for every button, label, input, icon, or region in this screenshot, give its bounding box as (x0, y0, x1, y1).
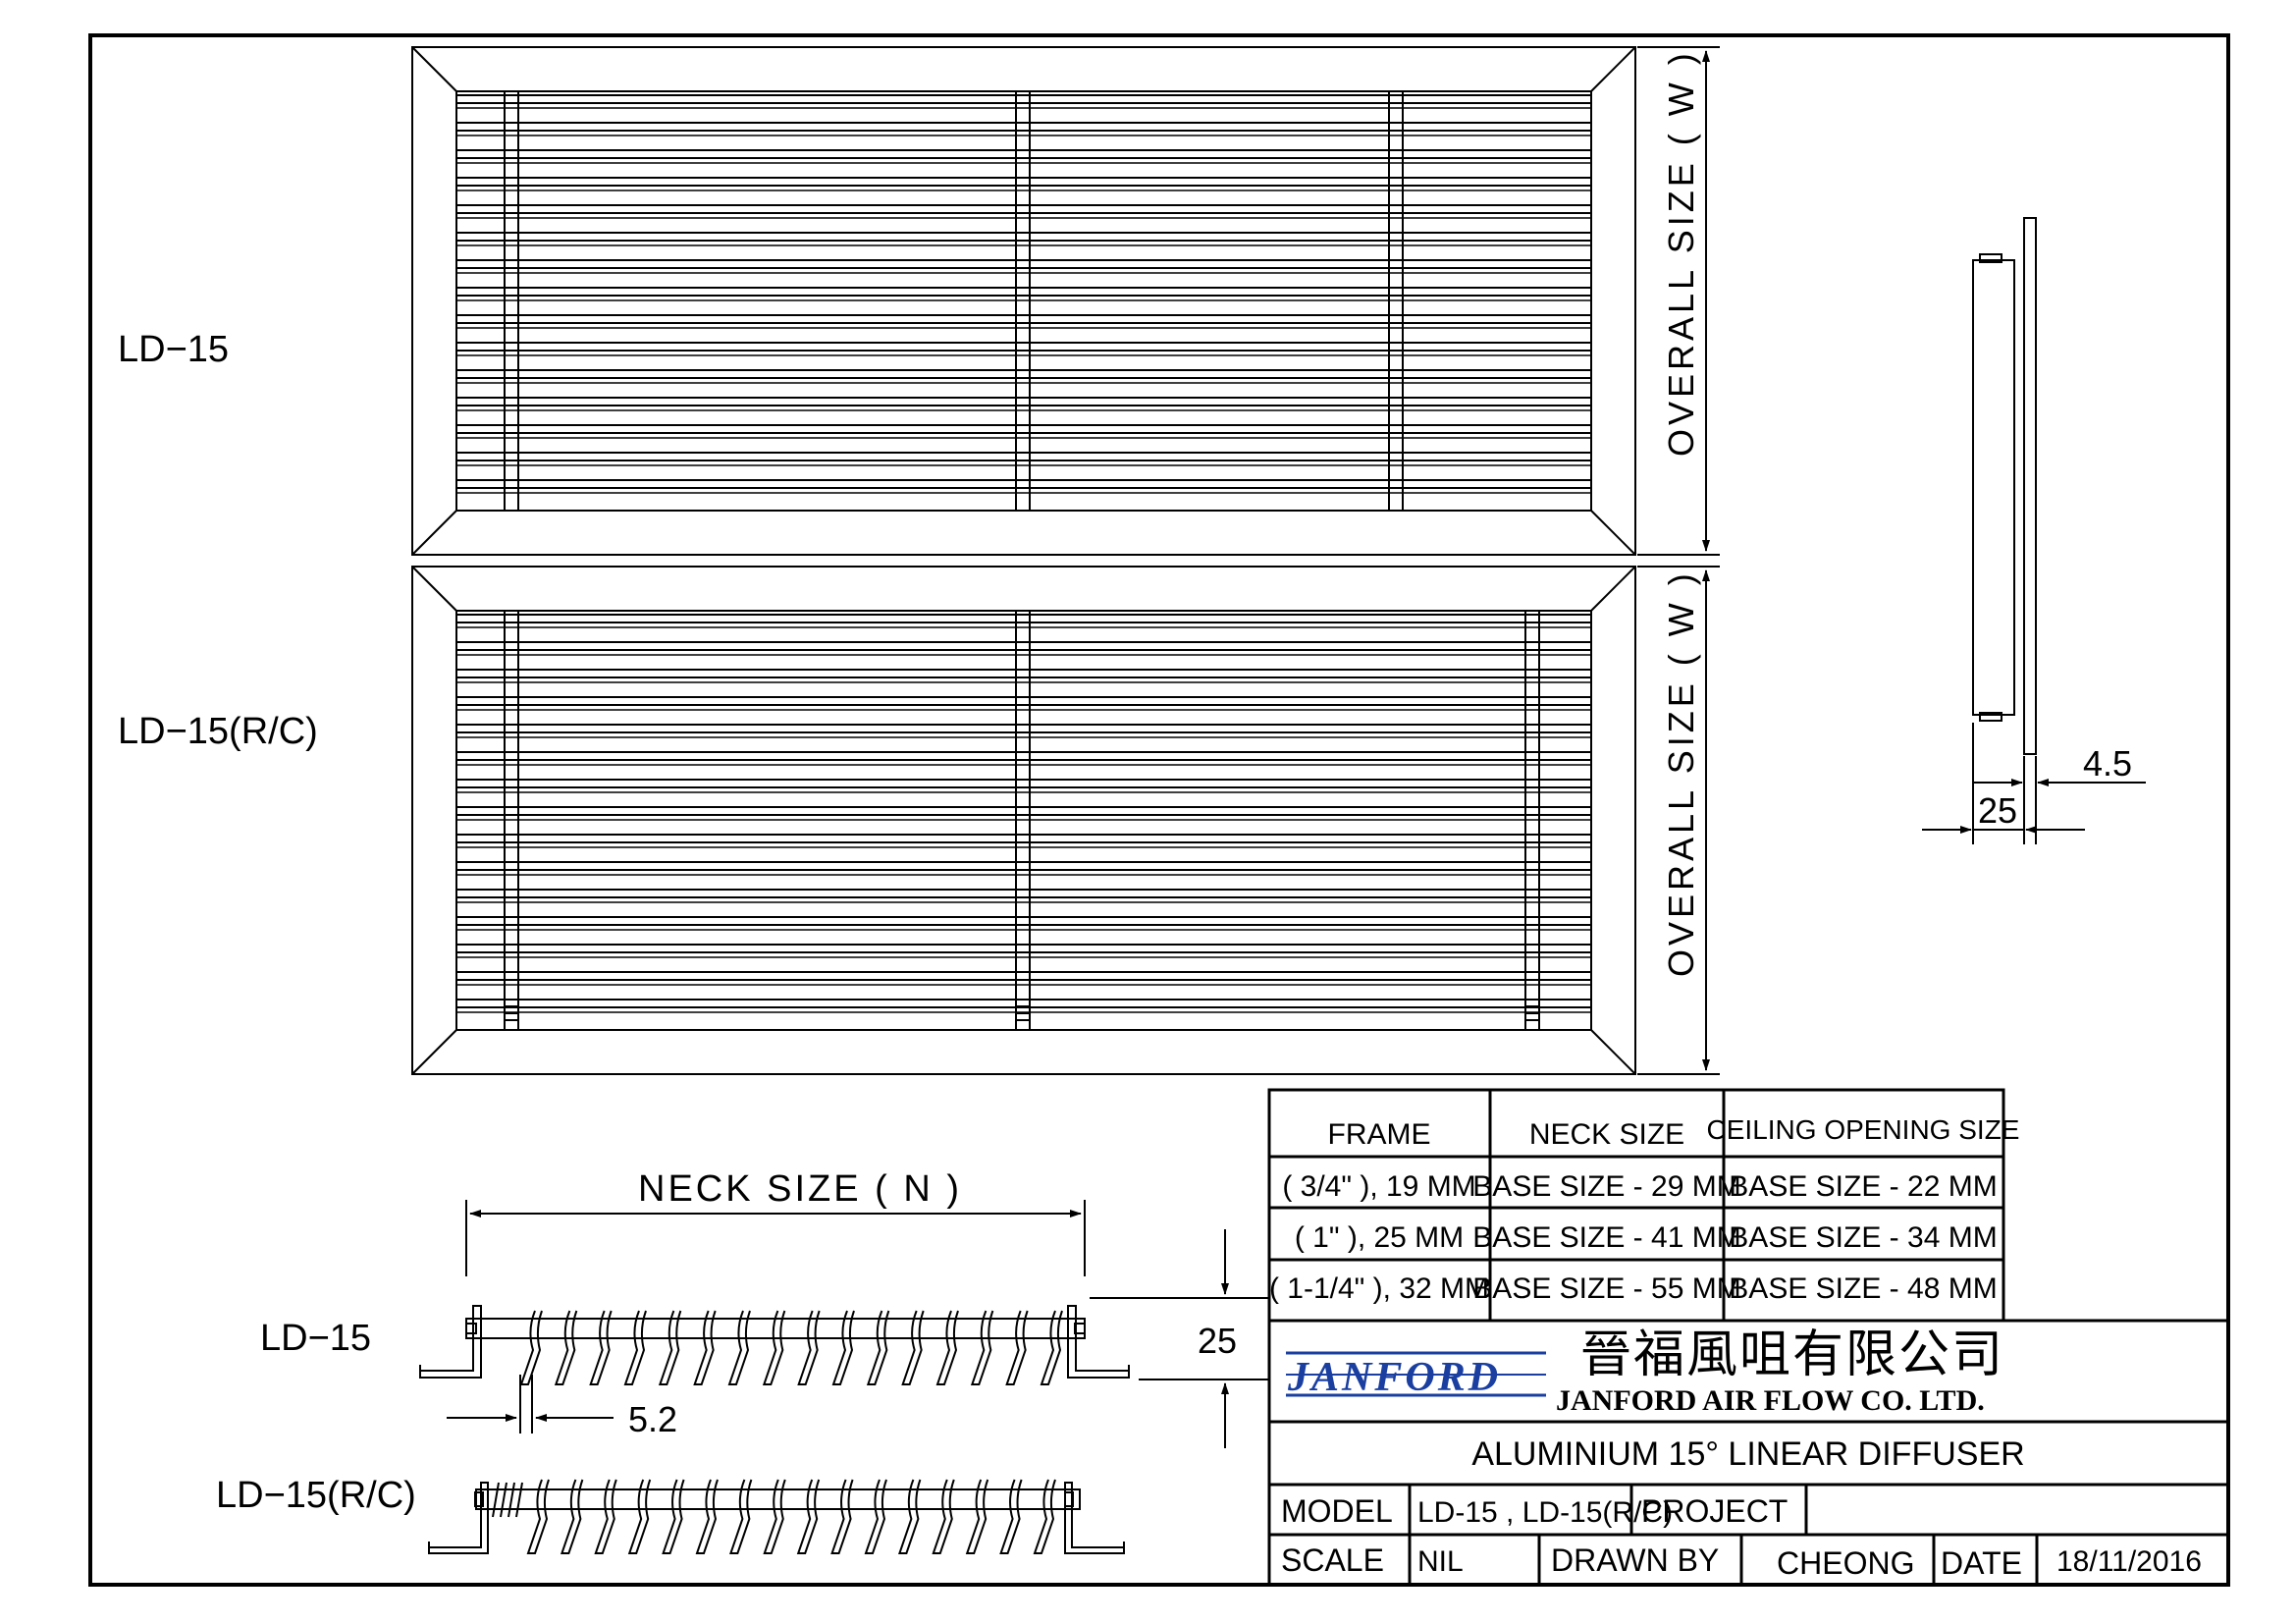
section-ld15-rc (428, 1479, 1125, 1554)
label-ld15-section: LD−15 (260, 1318, 371, 1359)
support-bars (504, 611, 1540, 1030)
blade-slats (456, 94, 1591, 494)
date-value: 18/11/2016 (2056, 1545, 2202, 1578)
dim-5-2 (447, 1375, 614, 1434)
table-cell: BASE SIZE - 48 MM (1729, 1272, 1997, 1305)
product-title: ALUMINIUM 15° LINEAR DIFFUSER (1471, 1435, 2024, 1473)
title-block (1267, 1319, 2230, 1587)
table-cell: BASE SIZE - 29 MM (1472, 1170, 1740, 1203)
overall-size-label-mid: OVERALL SIZE ( W ) (1661, 569, 1701, 977)
table-cell: BASE SIZE - 34 MM (1729, 1221, 1997, 1254)
label-ld15-top: LD−15 (118, 329, 229, 370)
blade-slats (456, 614, 1591, 1013)
table-header-ceiling: CEILING OPENING SIZE (1707, 1114, 2020, 1145)
dim-4-5-label: 4.5 (2083, 743, 2132, 784)
spring-coil (492, 1482, 523, 1518)
model-label: MODEL (1281, 1493, 1393, 1529)
drawn-by-value: CHEONG (1777, 1545, 1914, 1581)
drawn-by-label: DRAWN BY (1551, 1542, 1719, 1578)
janford-logo: JANFORD (1286, 1351, 1546, 1400)
label-ld15rc-section: LD−15(R/C) (216, 1475, 416, 1516)
neck-size-label: NECK SIZE ( N ) (638, 1168, 962, 1210)
side-view (1922, 217, 2146, 844)
neck-size-dimension (465, 1200, 1086, 1276)
company-name-en: JANFORD AIR FLOW CO. LTD. (1556, 1384, 1985, 1417)
size-table-text: FRAME NECK SIZE CEILING OPENING SIZE ( 3… (1269, 1114, 2020, 1305)
sheet-border (88, 33, 2230, 1587)
dim-5-2-label: 5.2 (628, 1399, 677, 1439)
logo-text: JANFORD (1287, 1355, 1501, 1400)
table-cell: BASE SIZE - 55 MM (1472, 1272, 1740, 1305)
dim-25-section-label: 25 (1198, 1321, 1237, 1361)
model-value: LD-15 , LD-15(R/C) (1417, 1496, 1673, 1529)
plan-view-ld15-rc (411, 566, 1636, 1075)
plan-view-ld15 (411, 46, 1636, 556)
table-cell: ( 1-1/4" ), 32 MM (1269, 1272, 1489, 1305)
table-cell: BASE SIZE - 41 MM (1472, 1221, 1740, 1254)
overall-size-dimension-mid (1637, 566, 1720, 1075)
overall-size-dimension-top (1637, 46, 1720, 556)
scale-value: NIL (1417, 1545, 1464, 1578)
table-cell: ( 3/4" ), 19 MM (1282, 1170, 1475, 1203)
table-header-neck: NECK SIZE (1529, 1118, 1684, 1151)
project-label: PROJECT (1641, 1493, 1788, 1529)
table-cell: BASE SIZE - 22 MM (1729, 1170, 1997, 1203)
overall-size-label-top: OVERALL SIZE ( W ) (1661, 49, 1701, 457)
table-cell: ( 1" ), 25 MM (1295, 1221, 1464, 1254)
dim-25-section (1090, 1229, 1268, 1448)
spring-clips (506, 1005, 1538, 1021)
company-name-cn: 晉福風咀有限公司 (1580, 1327, 2004, 1383)
support-bars (504, 91, 1404, 511)
date-label: DATE (1941, 1545, 2022, 1581)
scale-label: SCALE (1281, 1542, 1384, 1578)
table-header-frame: FRAME (1328, 1118, 1431, 1151)
label-ld15rc-mid: LD−15(R/C) (118, 711, 318, 752)
dim-25-side-label: 25 (1978, 790, 2017, 831)
section-ld15 (419, 1305, 1130, 1385)
